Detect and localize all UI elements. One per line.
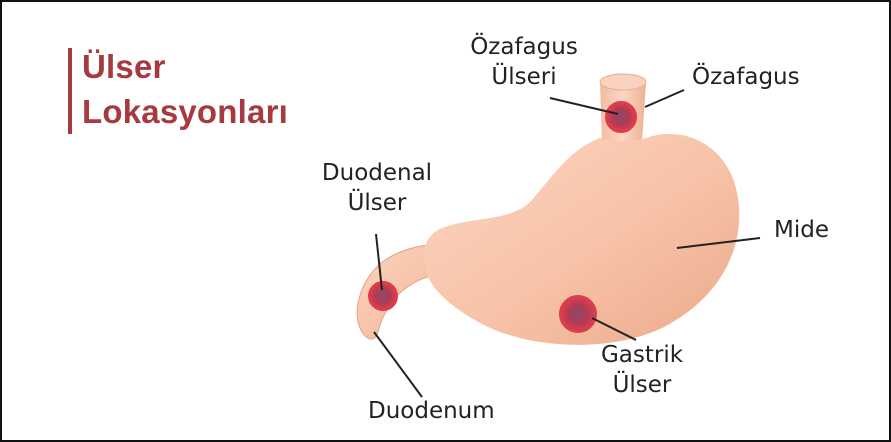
- leader-line-duodenum: [374, 332, 422, 397]
- label-esophagus: Özafagus: [692, 62, 800, 92]
- label-esophageal-ulcer: Özafagus Ülseri: [464, 32, 584, 92]
- esophagus-opening: [600, 74, 646, 90]
- label-duodenal-ulcer-line-1: Duodenal: [302, 158, 452, 188]
- label-duodenum: Duodenum: [368, 396, 495, 426]
- label-gastric-ulcer-line-1: Gastrik: [577, 340, 707, 370]
- label-stomach: Mide: [774, 215, 829, 245]
- leader-line-esophagus: [645, 90, 684, 107]
- label-gastric-ulcer: Gastrik Ülser: [577, 340, 707, 400]
- label-gastric-ulcer-line-2: Ülser: [577, 370, 707, 400]
- label-esophageal-ulcer-line-2: Ülseri: [464, 62, 584, 92]
- esophageal-ulcer-spot: [606, 102, 636, 132]
- label-esophageal-ulcer-line-1: Özafagus: [464, 32, 584, 62]
- duodenal-ulcer-spot: [369, 282, 397, 310]
- gastric-ulcer-spot: [560, 296, 596, 332]
- label-duodenal-ulcer-line-2: Ülser: [302, 188, 452, 218]
- label-duodenal-ulcer: Duodenal Ülser: [302, 158, 452, 218]
